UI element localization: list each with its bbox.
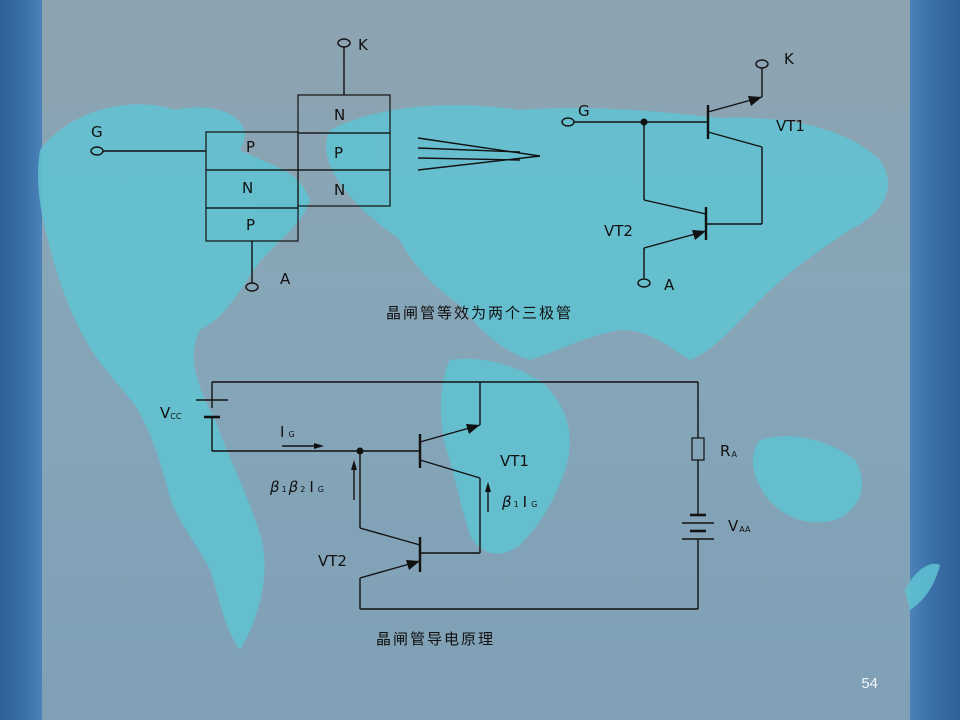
layer-label-p3: P: [334, 144, 343, 162]
vaa-label: VAA: [728, 517, 751, 535]
terminal-k-circle: [337, 38, 351, 48]
layer-label-n3: N: [334, 181, 345, 199]
vt2-label-bottom: VT2: [318, 552, 347, 570]
equiv-terminal-k-circle: [755, 59, 769, 69]
layer-n3: [297, 169, 391, 207]
vt2-label-top: VT2: [604, 222, 633, 240]
layer-label-p1: P: [246, 138, 255, 156]
equivalence-arrow: [417, 137, 541, 171]
vcc-label: VCC: [160, 404, 182, 422]
vt1-label-top: VT1: [776, 117, 805, 135]
resistor-ra: [691, 437, 705, 461]
equiv-terminal-g-label: G: [578, 102, 590, 120]
vt1-label-bottom: VT1: [500, 452, 529, 470]
ra-label: RA: [720, 442, 737, 460]
terminal-a-circle: [245, 282, 259, 292]
terminal-g-circle: [90, 146, 104, 156]
equiv-terminal-a-label: A: [664, 276, 675, 294]
equivalent-circuit: G K VT1 A VT2: [561, 50, 805, 294]
terminal-a-label: A: [280, 270, 291, 288]
pnpn-structure: P N P N P N G K A: [90, 36, 391, 292]
layer-label-n2: N: [334, 106, 345, 124]
world-map-watermark: [37, 104, 940, 651]
top-caption: 晶闸管等效为两个三极管: [386, 304, 573, 322]
bottom-caption: 晶闸管导电原理: [376, 630, 495, 648]
left-side-band: [0, 0, 42, 720]
layer-label-p2: P: [246, 216, 255, 234]
equiv-terminal-a-circle: [637, 278, 651, 288]
page-number: 54: [861, 675, 878, 692]
terminal-k-label: K: [358, 36, 369, 54]
terminal-g-label: G: [91, 123, 103, 141]
layer-label-n1: N: [242, 179, 253, 197]
equiv-terminal-k-label: K: [784, 50, 795, 68]
